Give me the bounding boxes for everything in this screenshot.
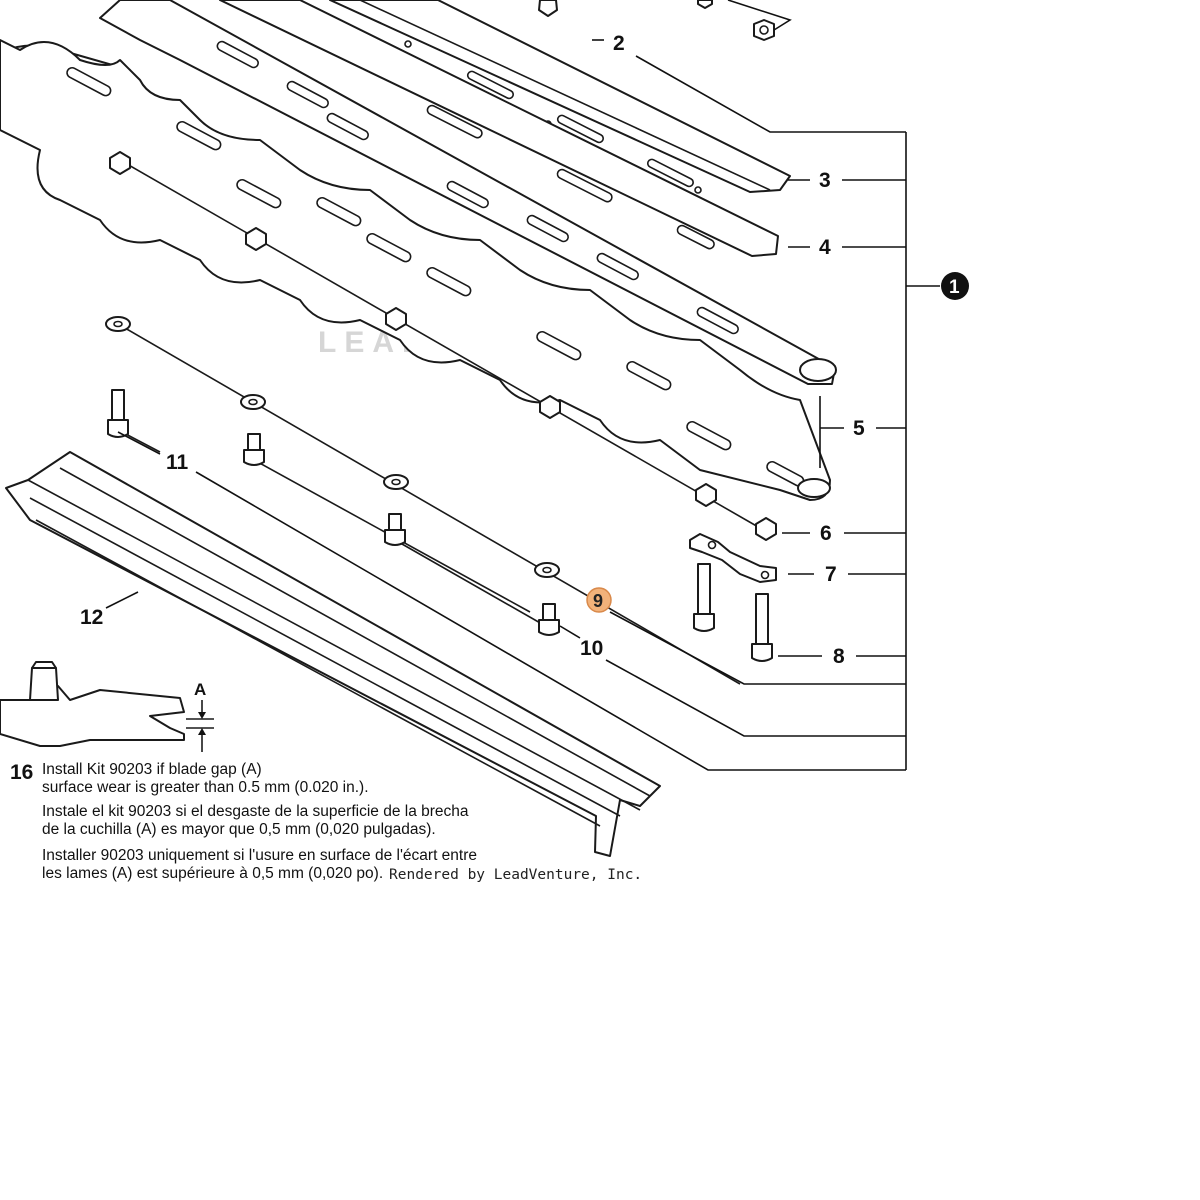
lower-cutter-blade[interactable] [0, 39, 831, 501]
note-en-line-1: Install Kit 90203 if blade gap (A) [42, 761, 262, 778]
callout-10[interactable]: 10 [580, 637, 603, 660]
main-assembly-badge[interactable]: 1 [941, 272, 969, 300]
note-es-line-2: de la cuchilla (A) es mayor que 0,5 mm (… [42, 821, 436, 838]
top-nut-1[interactable] [538, 0, 558, 17]
note-fr-line-2: les lames (A) est supérieure à 0,5 mm (0… [42, 865, 384, 882]
blade-rail[interactable] [329, 0, 791, 194]
main-assembly-label: 1 [949, 277, 960, 298]
render-credit: Rendered by LeadVenture, Inc. [389, 867, 643, 883]
screws-short[interactable] [243, 433, 560, 636]
screws-long-pair[interactable] [693, 563, 773, 662]
callout-6[interactable]: 6 [820, 522, 832, 545]
gap-label-a: A [194, 680, 206, 699]
callout-leaders [105, 0, 940, 771]
callout-12[interactable]: 12 [80, 606, 103, 629]
top-nut-2[interactable] [697, 0, 713, 9]
highlighted-callout-9[interactable]: 9 [586, 587, 612, 613]
callout-2[interactable]: 2 [613, 32, 625, 55]
blade-gap-detail [0, 661, 214, 752]
callout-3[interactable]: 3 [819, 169, 831, 192]
note-en-line-2: surface wear is greater than 0.5 mm (0.0… [42, 779, 369, 796]
callout-7[interactable]: 7 [825, 563, 837, 586]
support-bar[interactable] [5, 451, 661, 857]
callout-4[interactable]: 4 [819, 236, 831, 259]
guide-plate[interactable] [219, 0, 779, 257]
washers[interactable] [105, 316, 741, 685]
callout-5[interactable]: 5 [853, 417, 865, 440]
highlighted-label: 9 [593, 591, 603, 611]
screw-long[interactable] [107, 389, 161, 453]
callout-11[interactable]: 11 [166, 451, 189, 474]
note-fr-line-1: Installer 90203 uniquement si l'usure en… [42, 847, 478, 864]
callout-8[interactable]: 8 [833, 645, 845, 668]
nut-right[interactable] [753, 19, 775, 41]
tension-plate[interactable] [689, 533, 777, 583]
note-number: 16 [10, 761, 34, 784]
square-nuts[interactable] [109, 151, 777, 541]
note-es-line-1: Instale el kit 90203 si el desgaste de l… [42, 803, 469, 820]
